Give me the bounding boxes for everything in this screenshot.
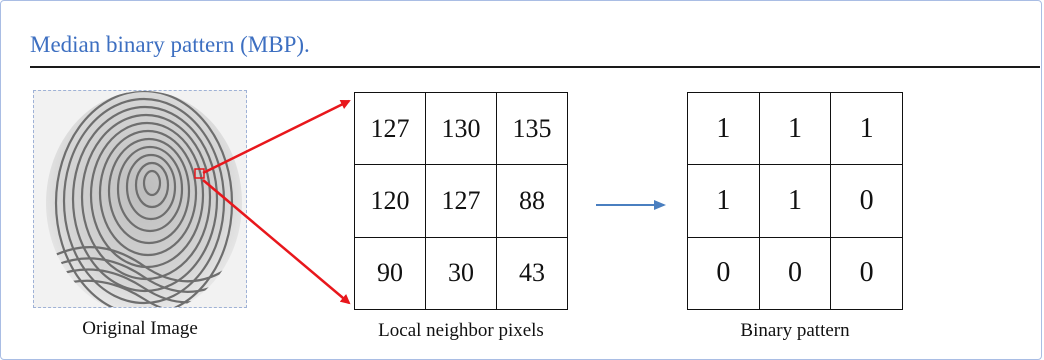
local-pixel-cell: 127 [355, 93, 426, 166]
local-pixel-cell: 88 [497, 165, 568, 238]
binary-cell: 0 [831, 237, 903, 310]
binary-cell: 1 [688, 165, 760, 238]
local-pixel-cell: 130 [426, 93, 497, 166]
binary-cell: 0 [831, 165, 903, 238]
title-divider [30, 66, 1040, 68]
binary-cell: 1 [759, 93, 832, 166]
fingerprint-image [33, 90, 247, 308]
local-pixel-cell: 90 [355, 237, 426, 310]
local-pixel-cell: 135 [497, 93, 568, 166]
local-pixel-cell: 43 [497, 237, 568, 310]
local-pixel-cell: 30 [426, 237, 497, 310]
binary-cell: 0 [759, 237, 832, 310]
local-pixel-cell: 120 [355, 165, 426, 238]
binary-center-cell: 1 [759, 165, 832, 238]
figure-title: Median binary pattern (MBP). [30, 32, 310, 57]
binary-cell: 1 [688, 93, 760, 166]
local-neighbor-grid: 127 130 135 120 127 88 90 30 43 [354, 92, 568, 310]
binary-cell: 1 [831, 93, 903, 166]
caption-local-neighbor-pixels: Local neighbor pixels [378, 320, 544, 341]
caption-original-image: Original Image [82, 318, 198, 339]
caption-binary-pattern: Binary pattern [740, 320, 850, 341]
binary-cell: 0 [688, 237, 760, 310]
binary-pattern-grid: 1 1 1 1 1 0 0 0 0 [687, 92, 903, 310]
local-pixel-center-cell: 127 [426, 165, 497, 238]
